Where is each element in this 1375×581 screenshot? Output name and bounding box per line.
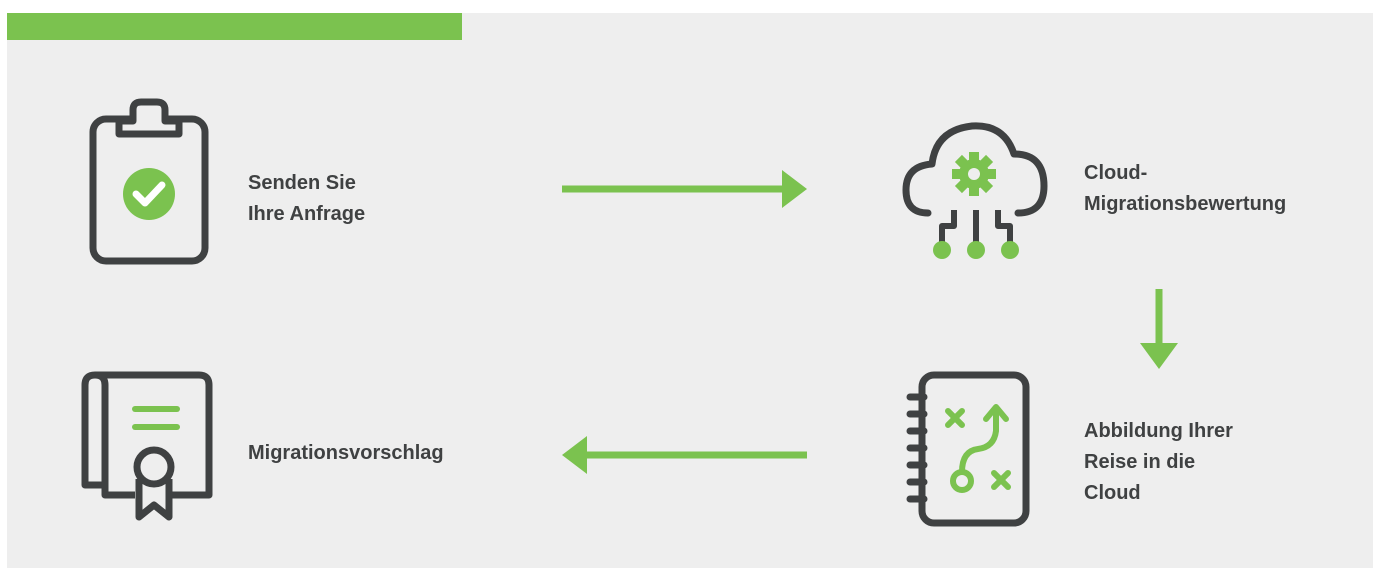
step-label-cloud-assessment: Cloud- Migrationsbewertung: [1084, 162, 1287, 215]
arrow-right: [562, 168, 807, 210]
certificate-icon: [77, 367, 217, 527]
arrow-down: [1138, 289, 1180, 369]
step-label-journey-mapping: Abbildung Ihrer Reise in die Cloud: [1084, 420, 1233, 504]
clipboard-check-icon: [87, 96, 213, 266]
step-label-migration-proposal: Migrationsvorschlag: [248, 442, 444, 464]
arrow-left: [562, 434, 807, 476]
cloud-gear-icon: [900, 108, 1050, 263]
step-label-send-request: Senden Sie Ihre Anfrage: [248, 172, 366, 225]
notebook-map-icon: [904, 369, 1034, 529]
accent-bar: [7, 13, 462, 40]
process-diagram: Senden Sie Ihre Anfrage Cloud: [7, 13, 1373, 568]
